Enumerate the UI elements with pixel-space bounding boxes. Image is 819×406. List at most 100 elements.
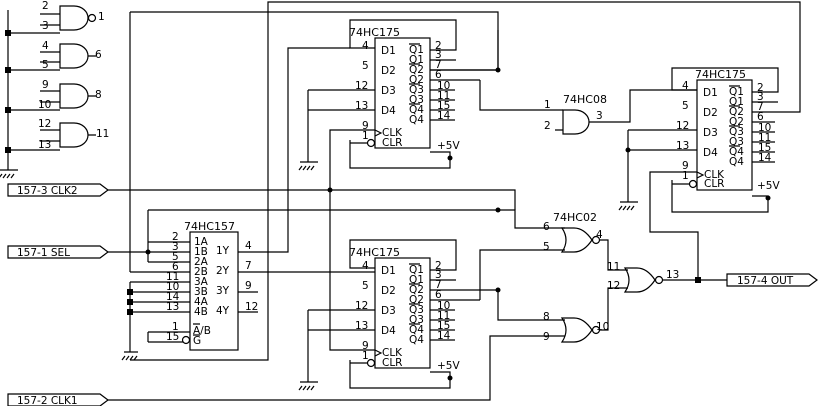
pin-name: D2 [703, 107, 718, 119]
pin-label: 10 [437, 300, 450, 312]
pin-name: Q1 [409, 44, 424, 56]
pin-label: 3 [435, 269, 442, 281]
pin-name: Q3 [729, 136, 744, 148]
signal-label: 157-1 SEL [17, 247, 70, 259]
pin-name: A/B [193, 325, 211, 337]
pin-name: Q4 [409, 334, 424, 346]
signal-label: 157-3 CLK2 [17, 185, 78, 197]
chip-title: 74HC175 [695, 68, 746, 81]
pin-name: Q4 [409, 104, 424, 116]
pin-name: Q2 [729, 116, 744, 128]
signal-clk2-connector: 157-3 CLK2 [7, 183, 109, 197]
chip-74hc175-bottom: 74HC175 D1 D2 D3 D4 Q1 Q1 Q2 Q2 Q3 Q3 Q4… [349, 239, 498, 381]
pin-label: 2 [435, 260, 442, 272]
pin-label: 3 [435, 49, 442, 61]
pin-label: 10 [437, 80, 450, 92]
signal-label: 157-4 OUT [737, 275, 794, 287]
pin-label: 14 [758, 152, 772, 164]
signal-clk1-connector: 157-2 CLK1 [7, 393, 109, 406]
pin-label: 12 [676, 120, 689, 132]
pin-name: Q3 [409, 84, 424, 96]
pin-label: 1 [98, 11, 105, 23]
gates-74hc02: 74HC02 6 5 4 8 9 10 11 12 13 [479, 171, 735, 380]
pin-name: CLR [382, 357, 402, 369]
pin-name: CLK [382, 347, 403, 359]
pin-name: D3 [381, 305, 396, 317]
pin-label: 5 [42, 59, 49, 71]
pin-label: 2 [544, 120, 551, 132]
signal-out-connector: 157-4 OUT [726, 273, 818, 287]
chip-title: 74HC175 [349, 246, 400, 259]
pin-label: 5 [362, 280, 369, 292]
pin-label: 11 [437, 90, 450, 102]
pin-name: D4 [381, 325, 396, 337]
chip-title: 74HC175 [349, 26, 400, 39]
pin-name: CLR [382, 137, 402, 149]
pin-name: 3Y [216, 285, 230, 297]
pin-label: 12 [38, 118, 51, 130]
pin-name: Q1 [409, 274, 424, 286]
pin-label: 9 [543, 331, 550, 343]
pin-name: 1Y [216, 245, 230, 257]
pin-name: Q4 [729, 156, 744, 168]
pin-label: 3 [596, 110, 603, 122]
pin-label: 5 [172, 251, 179, 263]
pin-name: Q1 [409, 54, 424, 66]
signal-label: 157-2 CLK1 [17, 395, 78, 406]
power-label: +5V [757, 180, 780, 192]
pin-name: CLK [382, 127, 403, 139]
chip-74hc175-top: 74HC175 D1 D2 D3 D4 Q1 Q1 Q2 Q2 Q3 Q3 Q4… [349, 19, 498, 161]
pin-label: 7 [435, 59, 442, 71]
pin-name: 1B [194, 246, 208, 258]
pin-label: 6 [543, 221, 550, 233]
pin-label: 13 [666, 269, 679, 281]
pin-label: 11 [758, 132, 771, 144]
pin-name: 3A [194, 276, 209, 288]
pin-label: 6 [95, 49, 102, 61]
pin-name: Q2 [409, 74, 424, 86]
pin-label: 1 [682, 170, 689, 182]
pin-label: 6 [757, 111, 764, 123]
pin-label: 4 [362, 260, 369, 272]
pin-label: 7 [435, 279, 442, 291]
pin-name: 2A [194, 256, 209, 268]
pin-label: 1 [362, 130, 369, 142]
pin-name: D1 [381, 265, 396, 277]
pin-label: 13 [676, 140, 689, 152]
pin-label: 14 [437, 110, 451, 122]
pin-name: Q1 [729, 86, 744, 98]
pin-name: Q2 [409, 64, 424, 76]
pin-name: 4B [194, 306, 208, 318]
pin-label: 11 [166, 271, 179, 283]
pin-label: 10 [166, 281, 179, 293]
pin-name: Q3 [729, 126, 744, 138]
pin-label: 10 [758, 122, 771, 134]
pin-name: D1 [381, 45, 396, 57]
pin-label: 4 [42, 40, 49, 52]
pin-label: 15 [437, 100, 450, 112]
pin-label: 8 [95, 89, 102, 101]
pin-name: D2 [381, 285, 396, 297]
unused-gates: 2 3 1 4 5 6 9 10 8 12 13 11 [0, 0, 109, 179]
pin-label: 4 [682, 80, 689, 92]
pin-label: 15 [758, 142, 771, 154]
gate-title: 74HC02 [553, 211, 597, 224]
pin-label: 15 [166, 331, 179, 343]
pin-label: 5 [543, 241, 550, 253]
pin-label: 4 [596, 229, 603, 241]
pin-label: 13 [38, 139, 51, 151]
pin-label: 11 [437, 310, 450, 322]
pin-label: 1 [544, 99, 551, 111]
pin-label: 11 [96, 128, 109, 140]
pin-name: D4 [381, 105, 396, 117]
pin-label: 6 [172, 261, 179, 273]
power-label: +5V [437, 360, 460, 372]
pin-name: Q4 [729, 146, 744, 158]
pin-name: Q4 [409, 324, 424, 336]
pin-label: 12 [245, 301, 258, 313]
pin-name: CLR [704, 178, 724, 190]
pin-label: 9 [362, 120, 369, 132]
pin-label: 14 [437, 330, 451, 342]
pin-label: 4 [362, 40, 369, 52]
